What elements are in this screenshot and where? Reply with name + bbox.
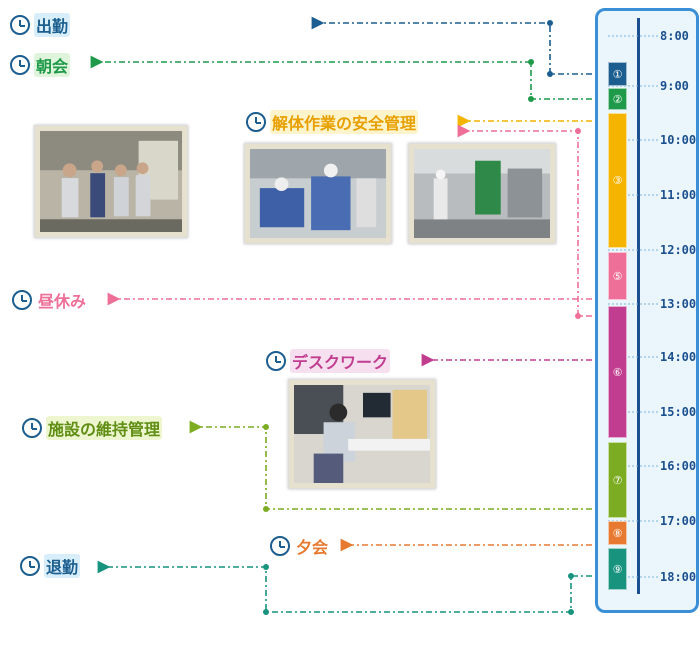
hour-label: 18:00: [660, 570, 697, 584]
hour-label: 13:00: [660, 297, 697, 311]
label-chokai: 朝会: [10, 53, 71, 77]
clock-icon: [20, 556, 40, 576]
label-yukai: 夕会: [270, 534, 330, 558]
clock-icon: [10, 15, 30, 35]
clock-icon: [12, 290, 32, 310]
schedule-block-2: ②: [608, 88, 627, 110]
photo-demolition-work-1: [244, 143, 392, 244]
schedule-block-1: ①: [608, 62, 627, 86]
label-kaitai: 解体作業の安全管理: [246, 110, 419, 134]
hour-label: 17:00: [660, 514, 697, 528]
label-hiruyasumi: 昼休み: [12, 288, 88, 312]
hour-label: 15:00: [660, 405, 697, 419]
clock-icon: [246, 112, 266, 132]
clock-icon: [10, 55, 30, 75]
timeline-axis: [637, 18, 640, 594]
clock-icon: [22, 418, 42, 438]
hour-label: 10:00: [660, 133, 697, 147]
photo-demolition-work-2: [408, 143, 556, 244]
schedule-block-8: ⑧: [608, 521, 627, 545]
hour-label: 12:00: [660, 243, 697, 257]
schedule-block-9: ⑨: [608, 548, 627, 590]
hour-label: 16:00: [660, 459, 697, 473]
label-shukkin: 出勤: [10, 13, 71, 37]
hour-label: 9:00: [660, 79, 689, 93]
hour-label: 8:00: [660, 29, 689, 43]
clock-icon: [266, 351, 286, 371]
label-shisetsu: 施設の維持管理: [22, 416, 163, 440]
schedule-block-7: ⑦: [608, 442, 627, 518]
photo-desk-work: [288, 379, 436, 489]
label-taikin: 退勤: [20, 554, 81, 578]
schedule-block-5: ⑤: [608, 252, 627, 300]
schedule-block-6: ⑥: [608, 306, 627, 438]
hour-label: 11:00: [660, 188, 697, 202]
photo-morning-meeting: [34, 125, 188, 238]
schedule-block-3: ③: [608, 113, 627, 248]
hour-label: 14:00: [660, 350, 697, 364]
label-desk: デスクワーク: [266, 349, 391, 373]
clock-icon: [270, 536, 290, 556]
